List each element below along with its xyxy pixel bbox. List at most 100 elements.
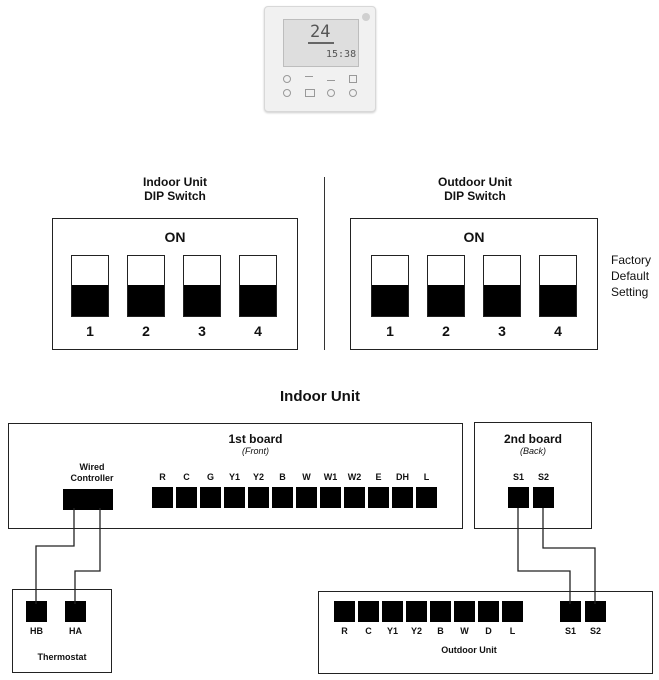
outdoor-terminal-label: B [437, 626, 444, 636]
dip-switch-number: 3 [498, 323, 506, 339]
dip-switch-toggle[interactable] [183, 255, 221, 317]
dip-switch-lever [184, 285, 220, 316]
thermostat-name: Thermostat [37, 652, 87, 662]
dip-switch-toggle[interactable] [371, 255, 409, 317]
controller-temp-readout: 24 [310, 22, 331, 42]
indoor-dip-title-line2: DIP Switch [144, 189, 206, 203]
wire-ha [74, 508, 101, 604]
dip-switch-lever [540, 285, 576, 316]
board1-terminal-label: E [375, 472, 382, 482]
outdoor-unit-name: Outdoor Unit [441, 645, 497, 655]
dip-switch-toggle[interactable] [539, 255, 577, 317]
first-board: 1st board (Front) Wired Controller [8, 423, 463, 529]
controller-clock-readout: 15:38 [326, 49, 357, 60]
first-board-title: 1st board [228, 432, 283, 446]
dip-switch-toggle[interactable] [427, 255, 465, 317]
wired-controller-label: Wired Controller [57, 462, 127, 484]
wired-label-line2: Controller [70, 473, 114, 483]
board1-terminal [248, 487, 269, 508]
controller-button [305, 89, 315, 97]
outdoor-dip-title: Outdoor Unit DIP Switch [400, 175, 550, 203]
dip-switch-lever [484, 285, 520, 316]
controller-button [283, 89, 291, 97]
dip-switch-toggle[interactable] [483, 255, 521, 317]
board1-terminal [296, 487, 317, 508]
dip-switch-number: 4 [254, 323, 262, 339]
outdoor-dip-title-line2: DIP Switch [444, 189, 506, 203]
outdoor-terminal [454, 601, 475, 622]
board1-terminal-label: Y2 [252, 472, 264, 482]
controller-button [327, 89, 335, 97]
dip-switch-number: 1 [86, 323, 94, 339]
second-board: 2nd board (Back) [474, 422, 592, 529]
dip-switch-number: 2 [142, 323, 150, 339]
board1-terminal-label: W1 [323, 472, 338, 482]
controller-button [349, 75, 357, 83]
outdoor-terminal [406, 601, 427, 622]
outdoor-terminal-label: C [365, 626, 372, 636]
board1-terminal [392, 487, 413, 508]
outdoor-terminal [502, 601, 523, 622]
outdoor-dip-title-line1: Outdoor Unit [438, 175, 512, 189]
board1-terminal [200, 487, 221, 508]
divider [324, 177, 325, 350]
outdoor-comm-terminal-label: S1 [564, 626, 576, 636]
board1-terminal [344, 487, 365, 508]
outdoor-terminal [478, 601, 499, 622]
factory-note-line2: Default [611, 269, 650, 283]
thermostat-terminal-label: HB [30, 626, 43, 636]
board1-terminal-label: Y1 [228, 472, 240, 482]
dip-switch-lever [372, 285, 408, 316]
dip-switch-number: 2 [442, 323, 450, 339]
dip-switch-toggle[interactable] [127, 255, 165, 317]
board1-terminal [320, 487, 341, 508]
board1-terminal-label: R [159, 472, 166, 482]
outdoor-terminal-label: R [341, 626, 348, 636]
second-board-title: 2nd board [503, 432, 562, 446]
outdoor-terminal-label: D [485, 626, 492, 636]
indoor-dip-on-label: ON [164, 229, 186, 245]
dip-switch-lever [72, 285, 108, 316]
indoor-dip-title: Indoor Unit DIP Switch [100, 175, 250, 203]
controller-corner-icon [362, 13, 370, 21]
factory-default-note: Factory Default Setting [611, 252, 651, 300]
board1-terminal-label: B [279, 472, 286, 482]
controller-button [349, 89, 357, 97]
board1-terminal-label: W2 [347, 472, 362, 482]
factory-note-line3: Setting [611, 285, 649, 299]
board1-terminal-label: C [183, 472, 190, 482]
outdoor-terminal-label: W [460, 626, 469, 636]
outdoor-terminal [334, 601, 355, 622]
controller-buttons [279, 73, 361, 103]
dip-switch-toggle[interactable] [71, 255, 109, 317]
board1-terminal [272, 487, 293, 508]
controller-display: 24 15:38 [283, 19, 359, 67]
wire-s2 [542, 508, 596, 604]
indoor-dip-title-line1: Indoor Unit [143, 175, 207, 189]
outdoor-comm-terminal [585, 601, 606, 622]
controller-button [305, 76, 313, 81]
wiring-title: Indoor Unit [280, 388, 360, 405]
indoor-dip-switch-panel: ON 1 2 3 4 [52, 218, 298, 350]
board1-terminal-label: W [302, 472, 311, 482]
dip-switch-lever [128, 285, 164, 316]
wired-controller-terminal-block [63, 489, 113, 510]
board1-terminal [224, 487, 245, 508]
outdoor-terminal [430, 601, 451, 622]
board2-terminal [533, 487, 554, 508]
wire-hb [35, 508, 75, 604]
dip-switch-lever [428, 285, 464, 316]
controller-display-bar [308, 42, 334, 44]
board1-terminal-label: G [206, 472, 214, 482]
second-board-subtitle: (Back) [519, 446, 546, 456]
dip-switch-lever [240, 285, 276, 316]
thermostat-terminal-label: HA [69, 626, 82, 636]
outdoor-terminal-label: Y1 [386, 626, 398, 636]
outdoor-comm-terminal-label: S2 [589, 626, 601, 636]
outdoor-terminal [382, 601, 403, 622]
board1-terminal [176, 487, 197, 508]
dip-switch-toggle[interactable] [239, 255, 277, 317]
outdoor-dip-switch-panel: ON 1 2 3 4 [350, 218, 598, 350]
board1-terminal [368, 487, 389, 508]
